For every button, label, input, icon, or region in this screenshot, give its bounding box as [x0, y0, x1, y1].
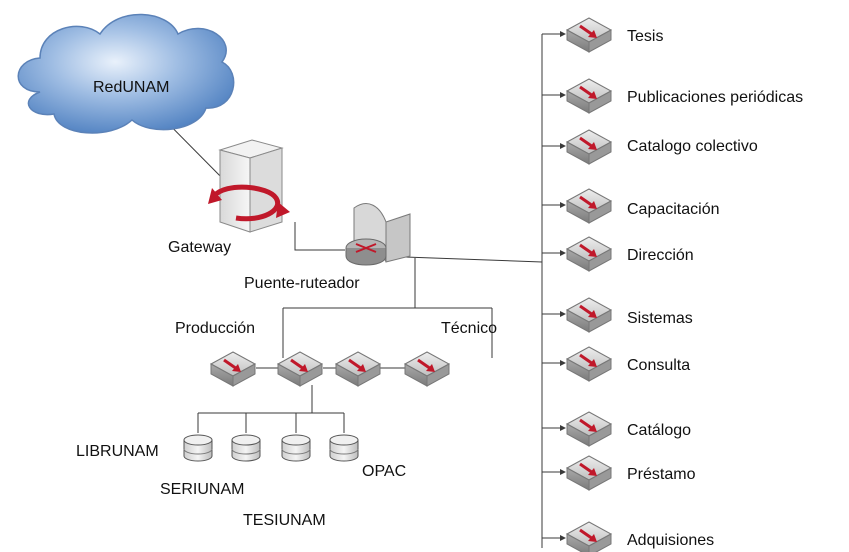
arrowhead-icon [560, 202, 566, 208]
db-label-tesiunam: TESIUNAM [243, 512, 326, 529]
switch-icon [565, 411, 613, 447]
arrowhead-icon [560, 425, 566, 431]
department-item: Sistemas [542, 297, 693, 333]
department-item: Capacitación [542, 188, 720, 224]
arrowhead-icon [560, 360, 566, 366]
switch-icon-1 [209, 351, 257, 387]
switch-icon [565, 346, 613, 382]
switch-icon-3 [334, 351, 382, 387]
switch-icon [565, 521, 613, 552]
department-item: Publicaciones periódicas [542, 78, 803, 114]
gateway-router-link [294, 222, 345, 251]
db-label-librunam: LIBRUNAM [76, 443, 159, 460]
department-label: Dirección [627, 247, 694, 264]
department-label: Catalogo colectivo [627, 138, 758, 155]
department-item: Catalogo colectivo [542, 129, 758, 165]
department-label: Consulta [627, 357, 690, 374]
department-item: Catálogo [542, 411, 691, 447]
gateway-server-icon [208, 139, 290, 233]
database-icon-3 [281, 434, 311, 462]
department-label: Publicaciones periódicas [627, 89, 803, 106]
department-item: Tesis [542, 17, 663, 53]
department-item: Adquisiones [542, 521, 714, 552]
switch-icon [565, 455, 613, 491]
switch-icon [565, 236, 613, 272]
arrowhead-icon [560, 31, 566, 37]
database-icon-2 [231, 434, 261, 462]
department-label: Capacitación [627, 201, 720, 218]
router-label: Puente-ruteador [244, 275, 360, 292]
gateway-label: Gateway [168, 239, 231, 256]
department-label: Sistemas [627, 310, 693, 327]
arrowhead-icon [560, 469, 566, 475]
switch-icon [565, 188, 613, 224]
arrowhead-icon [560, 535, 566, 541]
router-bus-link [404, 256, 543, 263]
department-label: Tesis [627, 28, 663, 45]
tecnico-label: Técnico [441, 320, 497, 337]
arrowhead-icon [560, 143, 566, 149]
database-icon-1 [183, 434, 213, 462]
department-item: Consulta [542, 346, 690, 382]
arrowhead-icon [560, 92, 566, 98]
switch-icon-2 [276, 351, 324, 387]
switch-icon [565, 297, 613, 333]
connection-lines [139, 34, 543, 548]
group-switches [209, 351, 451, 387]
arrowhead-icon [560, 250, 566, 256]
router-icon [345, 203, 411, 266]
department-item: Préstamo [542, 455, 696, 491]
redunam-cloud-icon: RedUNAM [17, 13, 235, 134]
department-label: Catálogo [627, 422, 691, 439]
database-group [183, 434, 359, 462]
switch-icon [565, 129, 613, 165]
switch-icon [565, 17, 613, 53]
department-item: Dirección [542, 236, 694, 272]
switch-icon-4 [403, 351, 451, 387]
switch-icon [565, 78, 613, 114]
department-label: Préstamo [627, 466, 696, 483]
database-icon-4 [329, 434, 359, 462]
department-label: Adquisiones [627, 532, 714, 549]
produccion-label: Producción [175, 320, 255, 337]
db-label-opac: OPAC [362, 463, 406, 480]
arrowhead-icon [560, 311, 566, 317]
db-label-seriunam: SERIUNAM [160, 481, 244, 498]
cloud-label: RedUNAM [93, 79, 169, 96]
